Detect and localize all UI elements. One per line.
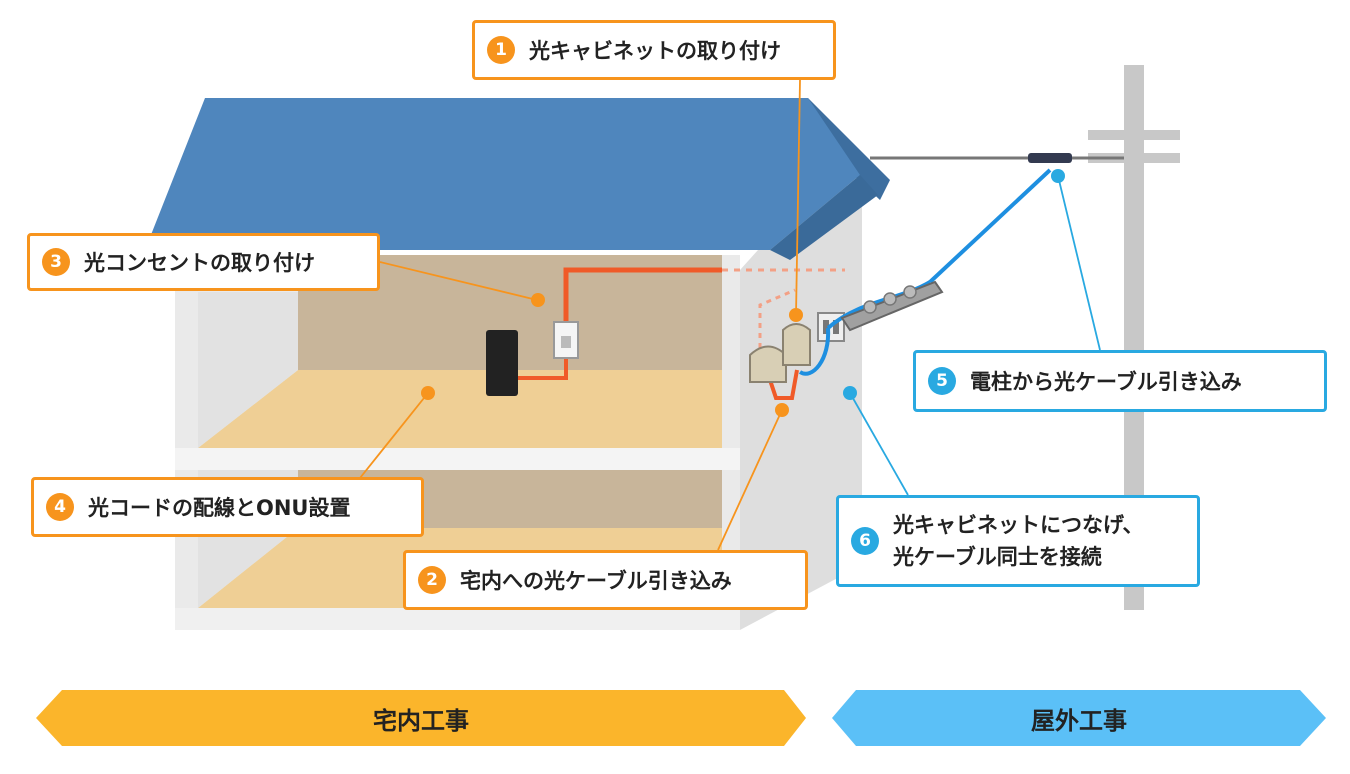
callout-optical-cord-and-onu: 4 光コードの配線とONU設置 [31,477,424,537]
callout-text: 光コンセントの取り付け [84,251,315,275]
callout-text-line2: 光ケーブル同士を接続 [893,545,1102,569]
house-side-wall [740,170,862,630]
upper-room-left-wall [198,292,298,448]
step-number-badge: 5 [928,367,956,395]
outdoor-work-label: 屋外工事 [1031,706,1127,735]
step-number-badge: 4 [46,493,74,521]
callout-cabinet-cable-splice: 6 光キャビネットにつなげ、 光ケーブル同士を接続 [836,495,1200,587]
upper-room-back-wall [298,255,722,370]
callout-text: 光キャビネットの取り付け [529,39,781,63]
callout-indoor-cable-pullin: 2 宅内への光ケーブル引き込み [403,550,808,610]
floor-divider [175,448,740,470]
outdoor-work-band [832,690,1326,746]
step-number-badge: 1 [487,36,515,64]
step-number-badge: 3 [42,248,70,276]
onu-device [486,330,518,396]
pole-closure [1028,153,1072,163]
optical-outlet-port [561,336,571,348]
cable-hanger [840,280,944,332]
leader-lines [359,79,1101,551]
step-number-badge: 2 [418,566,446,594]
callout-text-line1: 光キャビネットにつなげ、 [893,513,1144,537]
callout-optical-outlet-install: 3 光コンセントの取り付け [27,233,380,291]
roof [145,98,890,260]
callout-pole-cable-pullin: 5 電柱から光ケーブル引き込み [913,350,1327,412]
upper-room-floor [198,370,722,448]
optical-cabinet [749,323,811,383]
callout-text: 光コードの配線とONU設置 [88,496,351,520]
indicator-dots [421,169,1065,417]
indoor-work-label: 宅内工事 [373,706,469,735]
callout-optical-cabinet-install: 1 光キャビネットの取り付け [472,20,836,80]
callout-text: 光キャビネットにつなげ、 光ケーブル同士を接続 [893,509,1144,573]
utility-pole [1088,65,1180,610]
callout-text: 電柱から光ケーブル引き込み [970,370,1242,394]
step-number-badge: 6 [851,527,879,555]
indoor-cabling [518,267,845,400]
callout-text: 宅内への光ケーブル引き込み [460,569,732,593]
house-base [175,608,740,630]
indoor-work-band [36,690,806,746]
